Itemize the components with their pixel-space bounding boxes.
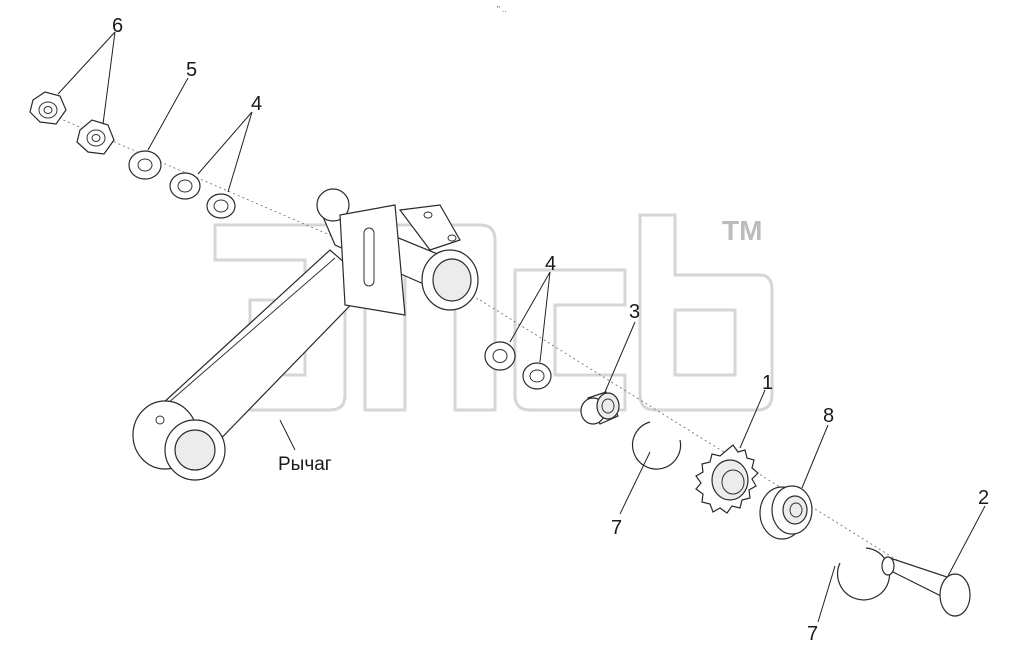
lever-leader [279, 419, 296, 451]
callout-5: 5 [186, 59, 197, 81]
lever [132, 188, 479, 481]
hex-nut-2 [76, 119, 115, 155]
hex-nut-1 [29, 91, 67, 125]
callout-4-upper: 4 [251, 93, 262, 115]
callout-4-lower: 4 [545, 253, 556, 275]
callout-7-upper: 7 [611, 517, 622, 539]
retaining-ring-7a [631, 421, 682, 470]
lever-label: Рычаг [278, 454, 332, 475]
retaining-ring-7b [837, 547, 891, 601]
bushing-3 [580, 391, 620, 425]
washer-4c [484, 341, 516, 371]
washer-4b [206, 193, 236, 219]
callout-2: 2 [978, 487, 989, 509]
callout-7-lower: 7 [807, 623, 818, 645]
washer-4a [169, 172, 201, 200]
callout-leaders [57, 31, 986, 623]
callout-8: 8 [823, 405, 834, 427]
header-mark: " .. [497, 5, 507, 14]
flat-washer-5 [128, 150, 162, 180]
assembly-axis-lower [479, 299, 946, 591]
watermark-tm: TM [722, 215, 762, 246]
axle-pin-2 [881, 556, 971, 617]
callout-3: 3 [629, 301, 640, 323]
sprocket-1 [695, 444, 759, 514]
callout-6: 6 [112, 15, 123, 37]
bearing-8 [759, 485, 813, 540]
washer-4d [522, 362, 552, 390]
assembly-axis-upper [44, 111, 481, 301]
callout-1: 1 [762, 372, 773, 394]
